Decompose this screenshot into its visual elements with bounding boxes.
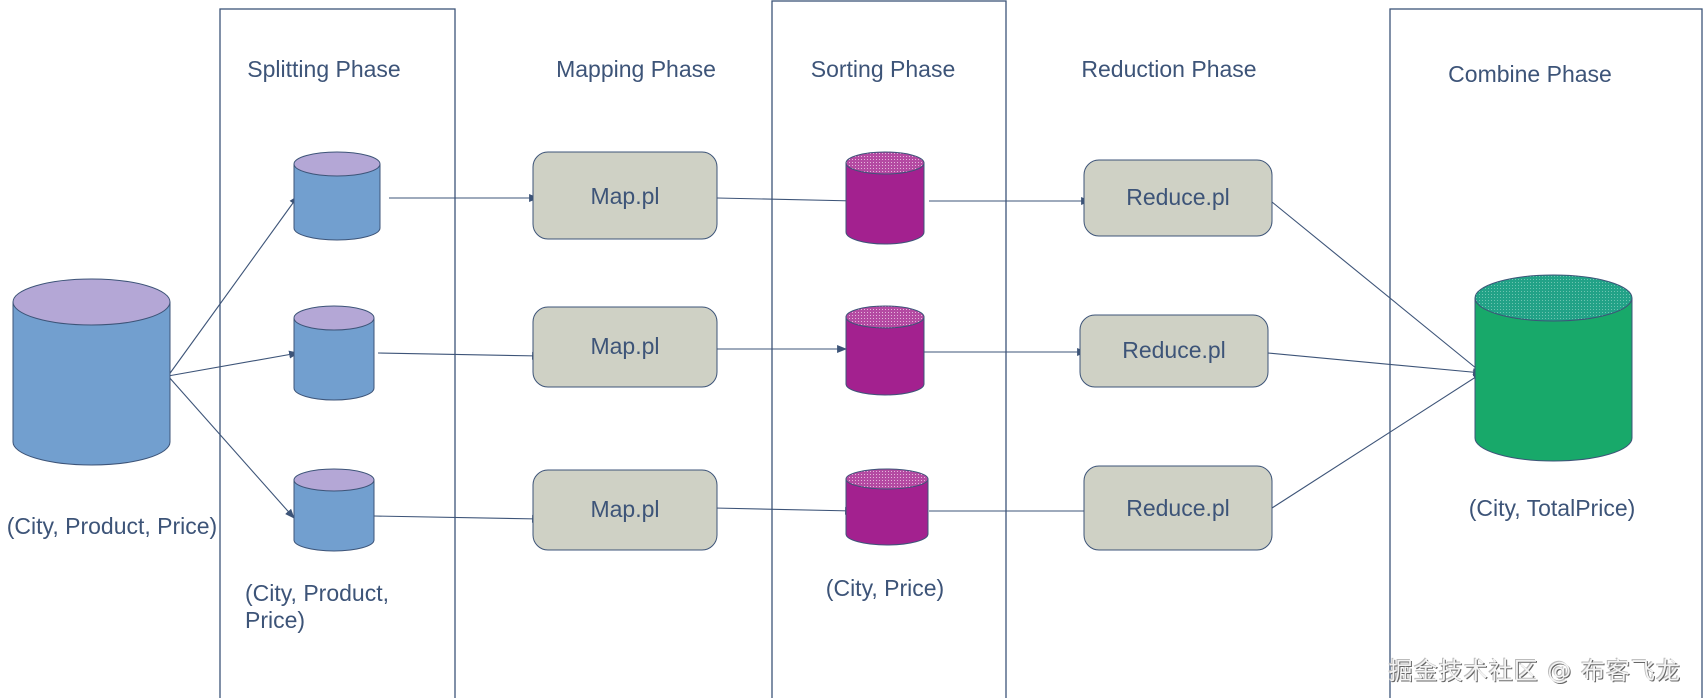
reduce-label-3: Reduce.pl — [1126, 495, 1230, 521]
reduce-label-2: Reduce.pl — [1122, 337, 1226, 363]
map-process-1: Map.pl — [532, 151, 718, 240]
edges — [167, 194, 1483, 523]
map-process-2: Map.pl — [532, 306, 718, 388]
map-label-2: Map.pl — [590, 333, 659, 359]
split-label-line2: Price) — [245, 607, 305, 633]
edge-split-2-map-2 — [377, 351, 542, 360]
sorted-database-icon-2 — [845, 305, 925, 396]
map-label-1: Map.pl — [590, 183, 659, 209]
map-label-3: Map.pl — [590, 496, 659, 522]
output-label: (City, TotalPrice) — [1469, 495, 1636, 521]
edge-reduce-1-output — [1271, 201, 1483, 374]
edge-map-1-sort-1 — [716, 196, 857, 205]
edge-input-split-2 — [167, 350, 299, 377]
split-database-icon-3 — [293, 468, 375, 552]
reduce-process-3: Reduce.pl — [1083, 465, 1273, 551]
reduce-process-1: Reduce.pl — [1083, 159, 1273, 237]
split-label-line1: (City, Product, — [245, 580, 389, 606]
sorting-phase-box — [771, 0, 1007, 698]
output-database-icon — [1474, 274, 1633, 462]
sorted-database-icon-3 — [845, 468, 929, 546]
map-process-3: Map.pl — [532, 469, 718, 551]
splitting-phase-label: Splitting Phase — [247, 56, 400, 82]
edge-input-split-3 — [167, 375, 295, 519]
split-database-icon-2 — [293, 305, 375, 401]
sorting-phase-label: Sorting Phase — [811, 56, 955, 82]
mapping-phase-label: Mapping Phase — [556, 56, 716, 82]
edge-map-3-sort-3 — [713, 506, 855, 515]
watermark: 掘金技术社区 @ 布客飞龙 — [1388, 657, 1681, 685]
combine-phase-box — [1389, 8, 1703, 698]
edge-input-split-1 — [167, 195, 299, 377]
edge-reduce-2-output — [1267, 352, 1483, 377]
edge-reduce-3-output — [1271, 372, 1483, 509]
input-label: (City, Product, Price) — [7, 513, 217, 539]
combine-phase-label: Combine Phase — [1448, 61, 1612, 87]
input-database-icon — [12, 278, 171, 466]
splitting-phase-box — [219, 8, 456, 698]
reduce-process-2: Reduce.pl — [1079, 314, 1269, 388]
sorted-label: (City, Price) — [826, 575, 944, 601]
reduction-phase-label: Reduction Phase — [1081, 56, 1256, 82]
sorted-database-icon-1 — [845, 151, 925, 245]
split-database-icon-1 — [293, 151, 381, 241]
reduce-label-1: Reduce.pl — [1126, 184, 1230, 210]
edge-split-3-map-3 — [373, 514, 542, 523]
